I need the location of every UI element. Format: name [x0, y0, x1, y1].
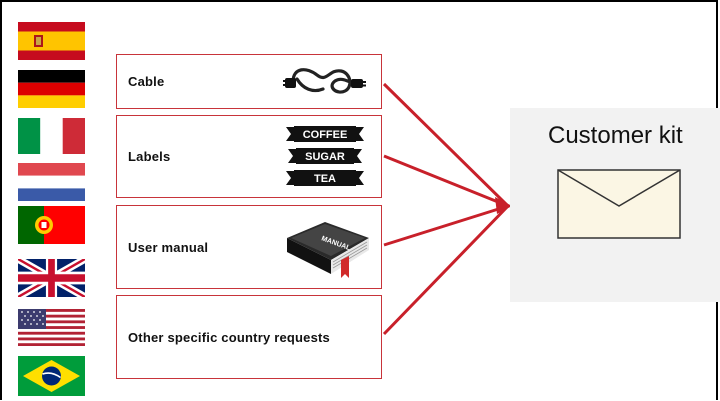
item-label: User manual [128, 239, 209, 255]
item-user-manual: User manual MANUAL [116, 205, 382, 289]
item-label: Other specific country requests [128, 329, 330, 345]
arrow-cable [382, 82, 510, 208]
flag-netherlands-icon [18, 163, 85, 201]
label-word-sugar: SUGAR [305, 151, 345, 163]
arrowhead [495, 197, 512, 214]
flag-italy-icon [18, 118, 85, 154]
flag-germany-icon [18, 70, 85, 108]
customer-kit-title: Customer kit [548, 122, 683, 149]
labels-icon: COFFEE SUGAR TEA [286, 125, 364, 191]
flag-spain-icon [18, 22, 85, 60]
label-word-tea: TEA [314, 173, 336, 185]
arrow-labels [383, 154, 509, 208]
manual-book-icon: MANUAL [285, 216, 371, 280]
item-labels: Labels COFFEE SUGAR TEA [116, 115, 382, 198]
item-cable: Cable [116, 54, 382, 109]
power-cable-icon [282, 65, 367, 99]
flag-usa-icon [18, 309, 85, 346]
item-label: Labels [128, 149, 171, 164]
label-word-coffee: COFFEE [303, 129, 348, 141]
flag-uk-icon [18, 259, 85, 297]
arrow-other-requests [382, 204, 510, 336]
item-label: Cable [128, 74, 165, 89]
item-other-requests: Other specific country requests [116, 295, 382, 379]
flag-portugal-icon [18, 206, 85, 244]
envelope-icon [557, 169, 681, 239]
flag-brazil-icon [18, 356, 85, 396]
arrow-user-manual [383, 204, 509, 247]
customer-kit-panel: Customer kit [510, 108, 720, 302]
